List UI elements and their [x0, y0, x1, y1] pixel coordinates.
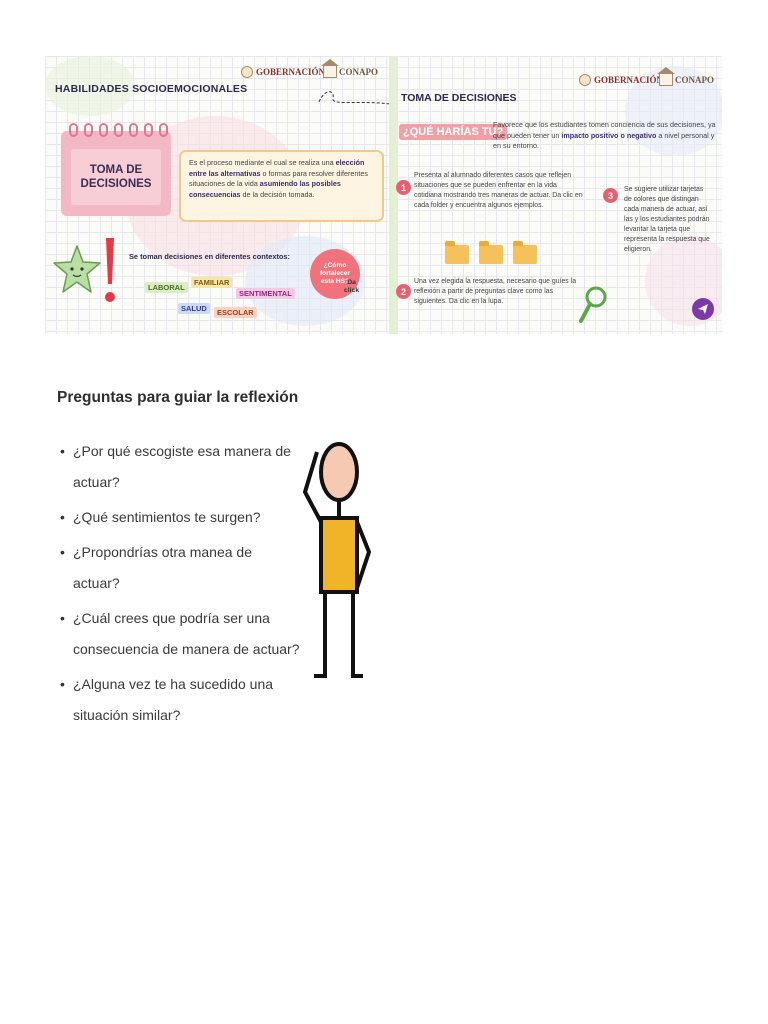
conapo-logo: CONAPO: [657, 67, 714, 86]
calendar-rings: [69, 123, 168, 137]
definition-box: Es el proceso mediante el cual se realiz…: [179, 150, 384, 222]
click-hint[interactable]: Da click: [344, 279, 360, 294]
thinking-person-illustration: [303, 442, 371, 678]
list-item: ¿Por qué escogiste esa manera de actuar?: [56, 436, 301, 498]
calendar-card: TOMA DE DECISIONES: [61, 123, 171, 216]
gobernacion-logo: GOBERNACIÓN: [579, 74, 663, 86]
step-number: 1: [396, 180, 411, 195]
magnifier-icon[interactable]: [578, 285, 608, 325]
strengthen-badge[interactable]: ¿Cómo fortalecer esta HS?: [310, 249, 360, 299]
step-number: 3: [603, 188, 618, 203]
seal-icon: [579, 74, 591, 86]
step-text: Se sugiere utilizar tarjetas de colores …: [624, 186, 710, 253]
exclamation-icon: [105, 238, 115, 302]
context-tag-sentimental: SENTIMENTAL: [236, 288, 295, 299]
panel-heading: TOMA DE DECISIONES: [401, 92, 517, 104]
step-text: Una vez elegida la respuesta, necesario …: [414, 278, 577, 305]
house-icon: [321, 59, 339, 78]
star-icon: [53, 245, 101, 293]
intro-text: Favorece que los estudiantes tomen conci…: [493, 120, 716, 151]
house-icon: [657, 67, 675, 86]
context-tag-escolar: ESCOLAR: [214, 307, 257, 318]
bg-blob: [625, 66, 722, 156]
paper-plane-icon[interactable]: [692, 298, 714, 320]
infographic-banner: HABILIDADES SOCIOEMOCIONALES GOBERNACIÓN…: [45, 56, 722, 334]
contexts-title: Se toman decisiones en diferentes contex…: [129, 252, 290, 261]
list-item: ¿Alguna vez te ha sucedido una situación…: [56, 669, 301, 731]
bg-blob: [45, 56, 135, 116]
decorative-squiggle: [318, 91, 392, 105]
context-tag-salud: SALUD: [178, 303, 210, 314]
reflection-title: Preguntas para guiar la reflexión: [57, 389, 299, 406]
list-item: ¿Propondrías otra manea de actuar?: [56, 537, 301, 599]
step-number: 2: [396, 284, 411, 299]
panel-heading: HABILIDADES SOCIOEMOCIONALES: [55, 83, 248, 95]
gobernacion-logo: GOBERNACIÓN: [241, 66, 325, 78]
folder-icon[interactable]: [513, 241, 537, 264]
list-item: ¿Qué sentimientos te surgen?: [56, 502, 301, 533]
seal-icon: [241, 66, 253, 78]
banner-right-panel: GOBERNACIÓN CONAPO TOMA DE DECISIONES ¿Q…: [395, 56, 722, 334]
banner-left-panel: HABILIDADES SOCIOEMOCIONALES GOBERNACIÓN…: [45, 56, 395, 334]
folder-icon[interactable]: [479, 241, 503, 264]
context-tag-laboral: LABORAL: [145, 282, 188, 293]
step-text: Presenta al alumnado diferentes casos qu…: [414, 172, 583, 209]
panel-divider: [389, 56, 397, 334]
question-heading: ¿QUÉ HARÍAS TU?: [399, 124, 508, 140]
context-tag-familiar: FAMILIAR: [191, 277, 233, 288]
folder-icon[interactable]: [445, 241, 469, 264]
conapo-logo: CONAPO: [321, 59, 378, 78]
list-item: ¿Cuál crees que podría ser una consecuen…: [56, 603, 301, 665]
reflection-questions: ¿Por qué escogiste esa manera de actuar?…: [56, 436, 301, 735]
calendar-title: TOMA DE DECISIONES: [80, 164, 152, 190]
